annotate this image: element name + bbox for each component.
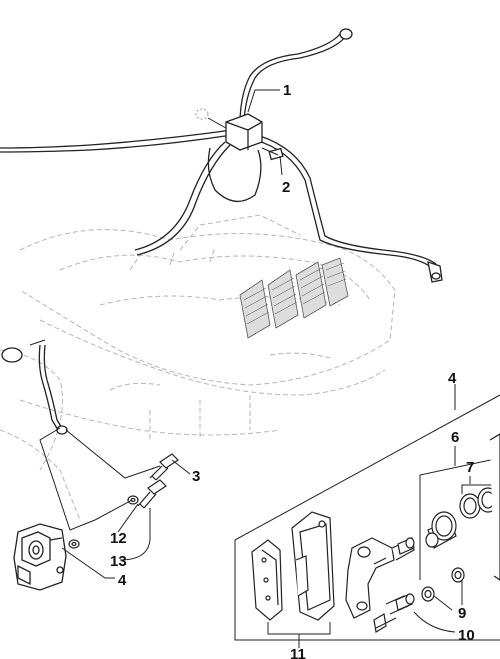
mounting-bolt-3 (149, 453, 179, 481)
callout-7: 7 (466, 459, 474, 476)
callout-11: 11 (290, 646, 306, 659)
leader-box-6 (419, 446, 500, 580)
callout-13: 13 (110, 553, 127, 570)
callout-leaders (61, 89, 283, 579)
leader-11 (267, 622, 331, 648)
fitting-details (29, 117, 279, 346)
left-caliper (13, 523, 67, 591)
callout-3: 3 (192, 468, 200, 485)
callout-4-left: 4 (118, 572, 127, 589)
callout-12: 12 (110, 530, 127, 547)
piston-6 (425, 511, 457, 549)
leader-box-right (234, 384, 500, 641)
brake-pad-left (251, 539, 283, 621)
washer-12 (127, 495, 139, 505)
leader-9 (433, 580, 463, 611)
washer-12-lower (68, 539, 80, 549)
callout-4-right: 4 (448, 370, 457, 387)
brake-pad-right (291, 511, 335, 621)
callout-2: 2 (282, 179, 290, 196)
intake-louvers (239, 257, 349, 339)
leader-10 (413, 611, 456, 633)
callout-labels: 1 2 3 4 4 6 7 9 10 11 12 13 (110, 82, 475, 659)
leader-7 (461, 476, 500, 494)
callout-1: 1 (283, 82, 291, 99)
brake-hose-assembly (0, 33, 437, 431)
caliper-body-edge (489, 433, 500, 581)
callout-9: 9 (458, 605, 466, 622)
leader-box-left (39, 427, 161, 531)
hose-fittings (1, 28, 443, 435)
callout-6: 6 (451, 429, 459, 446)
pin-boots-9 (421, 567, 465, 602)
mounting-bolt-13 (137, 479, 167, 509)
louver-hatching (243, 262, 347, 325)
guide-pins (373, 537, 415, 633)
callout-10: 10 (458, 627, 475, 644)
